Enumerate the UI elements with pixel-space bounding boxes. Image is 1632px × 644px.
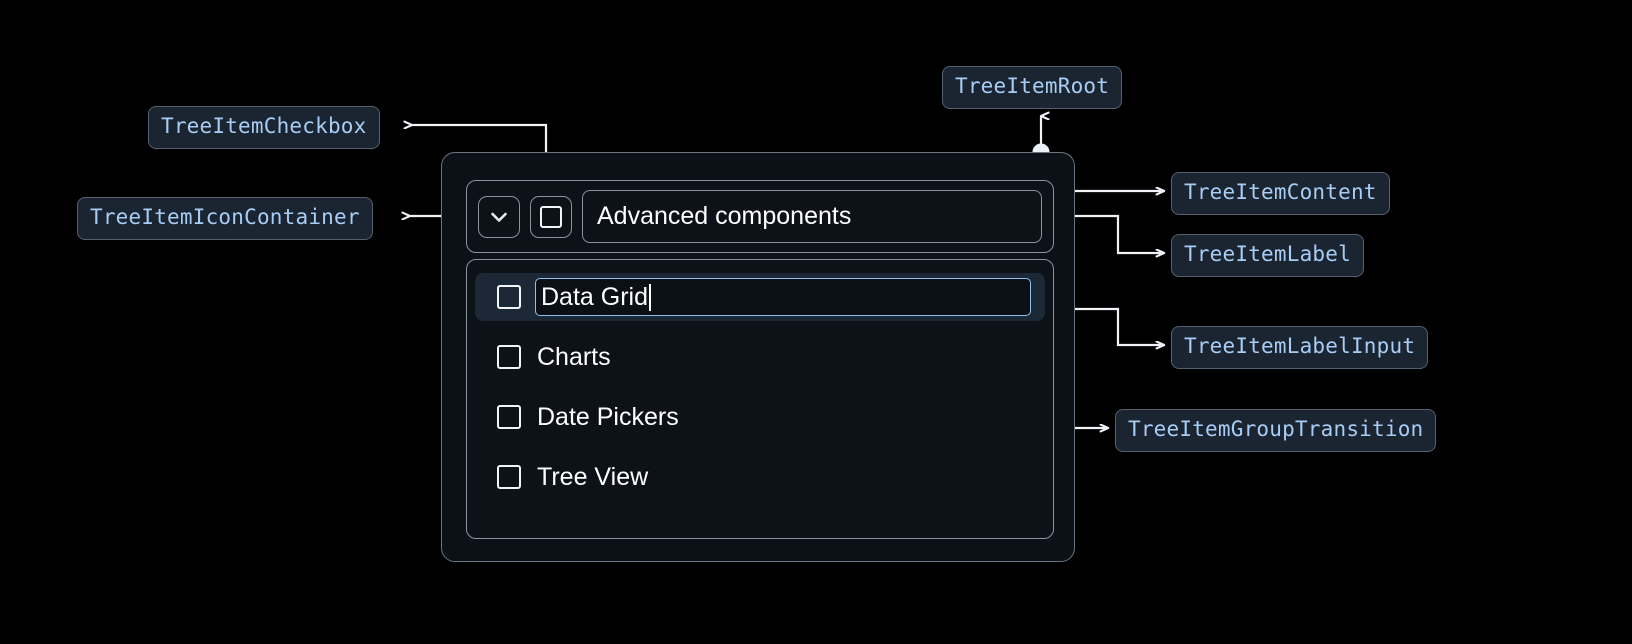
tree-item-label-input-value: Data Grid xyxy=(541,282,648,311)
tree-item-row-date-pickers[interactable]: Date Pickers xyxy=(467,393,1053,441)
checkbox-square-icon[interactable] xyxy=(497,345,521,369)
tree-item-label[interactable]: Advanced components xyxy=(582,190,1042,243)
tree-item-checkbox[interactable] xyxy=(530,195,572,238)
annotation-tree-item-checkbox: TreeItemCheckbox xyxy=(148,106,380,149)
tree-item-root[interactable]: Advanced components Data Grid Charts Dat… xyxy=(441,152,1075,562)
annotation-tree-item-label-input: TreeItemLabelInput xyxy=(1171,326,1429,369)
annotation-tree-item-icon-container: TreeItemIconContainer xyxy=(77,197,373,240)
tree-item-label-text: Tree View xyxy=(537,462,649,491)
tree-item-row-tree-view[interactable]: Tree View xyxy=(467,453,1053,501)
checkbox-square-icon[interactable] xyxy=(497,405,521,429)
tree-item-icon-container[interactable] xyxy=(478,195,520,238)
tree-item-label-input[interactable]: Data Grid xyxy=(535,278,1031,316)
tree-item-row-charts[interactable]: Charts xyxy=(467,333,1053,381)
text-caret xyxy=(648,283,651,311)
annotation-tree-item-group-transition: TreeItemGroupTransition xyxy=(1115,409,1437,452)
annotation-tree-item-content: TreeItemContent xyxy=(1171,172,1390,215)
tree-item-label-text: Date Pickers xyxy=(537,402,679,431)
checkbox-square-icon[interactable] xyxy=(497,285,521,309)
annotation-tree-item-label: TreeItemLabel xyxy=(1171,234,1364,277)
checkbox-square-icon[interactable] xyxy=(497,465,521,489)
checkbox-square-icon xyxy=(540,205,562,228)
annotation-tree-item-root: TreeItemRoot xyxy=(942,66,1123,109)
tree-item-group-transition: Data Grid Charts Date Pickers Tree View xyxy=(466,259,1054,539)
tree-item-row-data-grid[interactable]: Data Grid xyxy=(475,273,1045,321)
chevron-down-icon xyxy=(486,204,512,230)
tree-item-content[interactable]: Advanced components xyxy=(466,180,1054,253)
tree-item-label-text: Advanced components xyxy=(597,202,852,230)
tree-item-label-text: Charts xyxy=(537,342,611,371)
